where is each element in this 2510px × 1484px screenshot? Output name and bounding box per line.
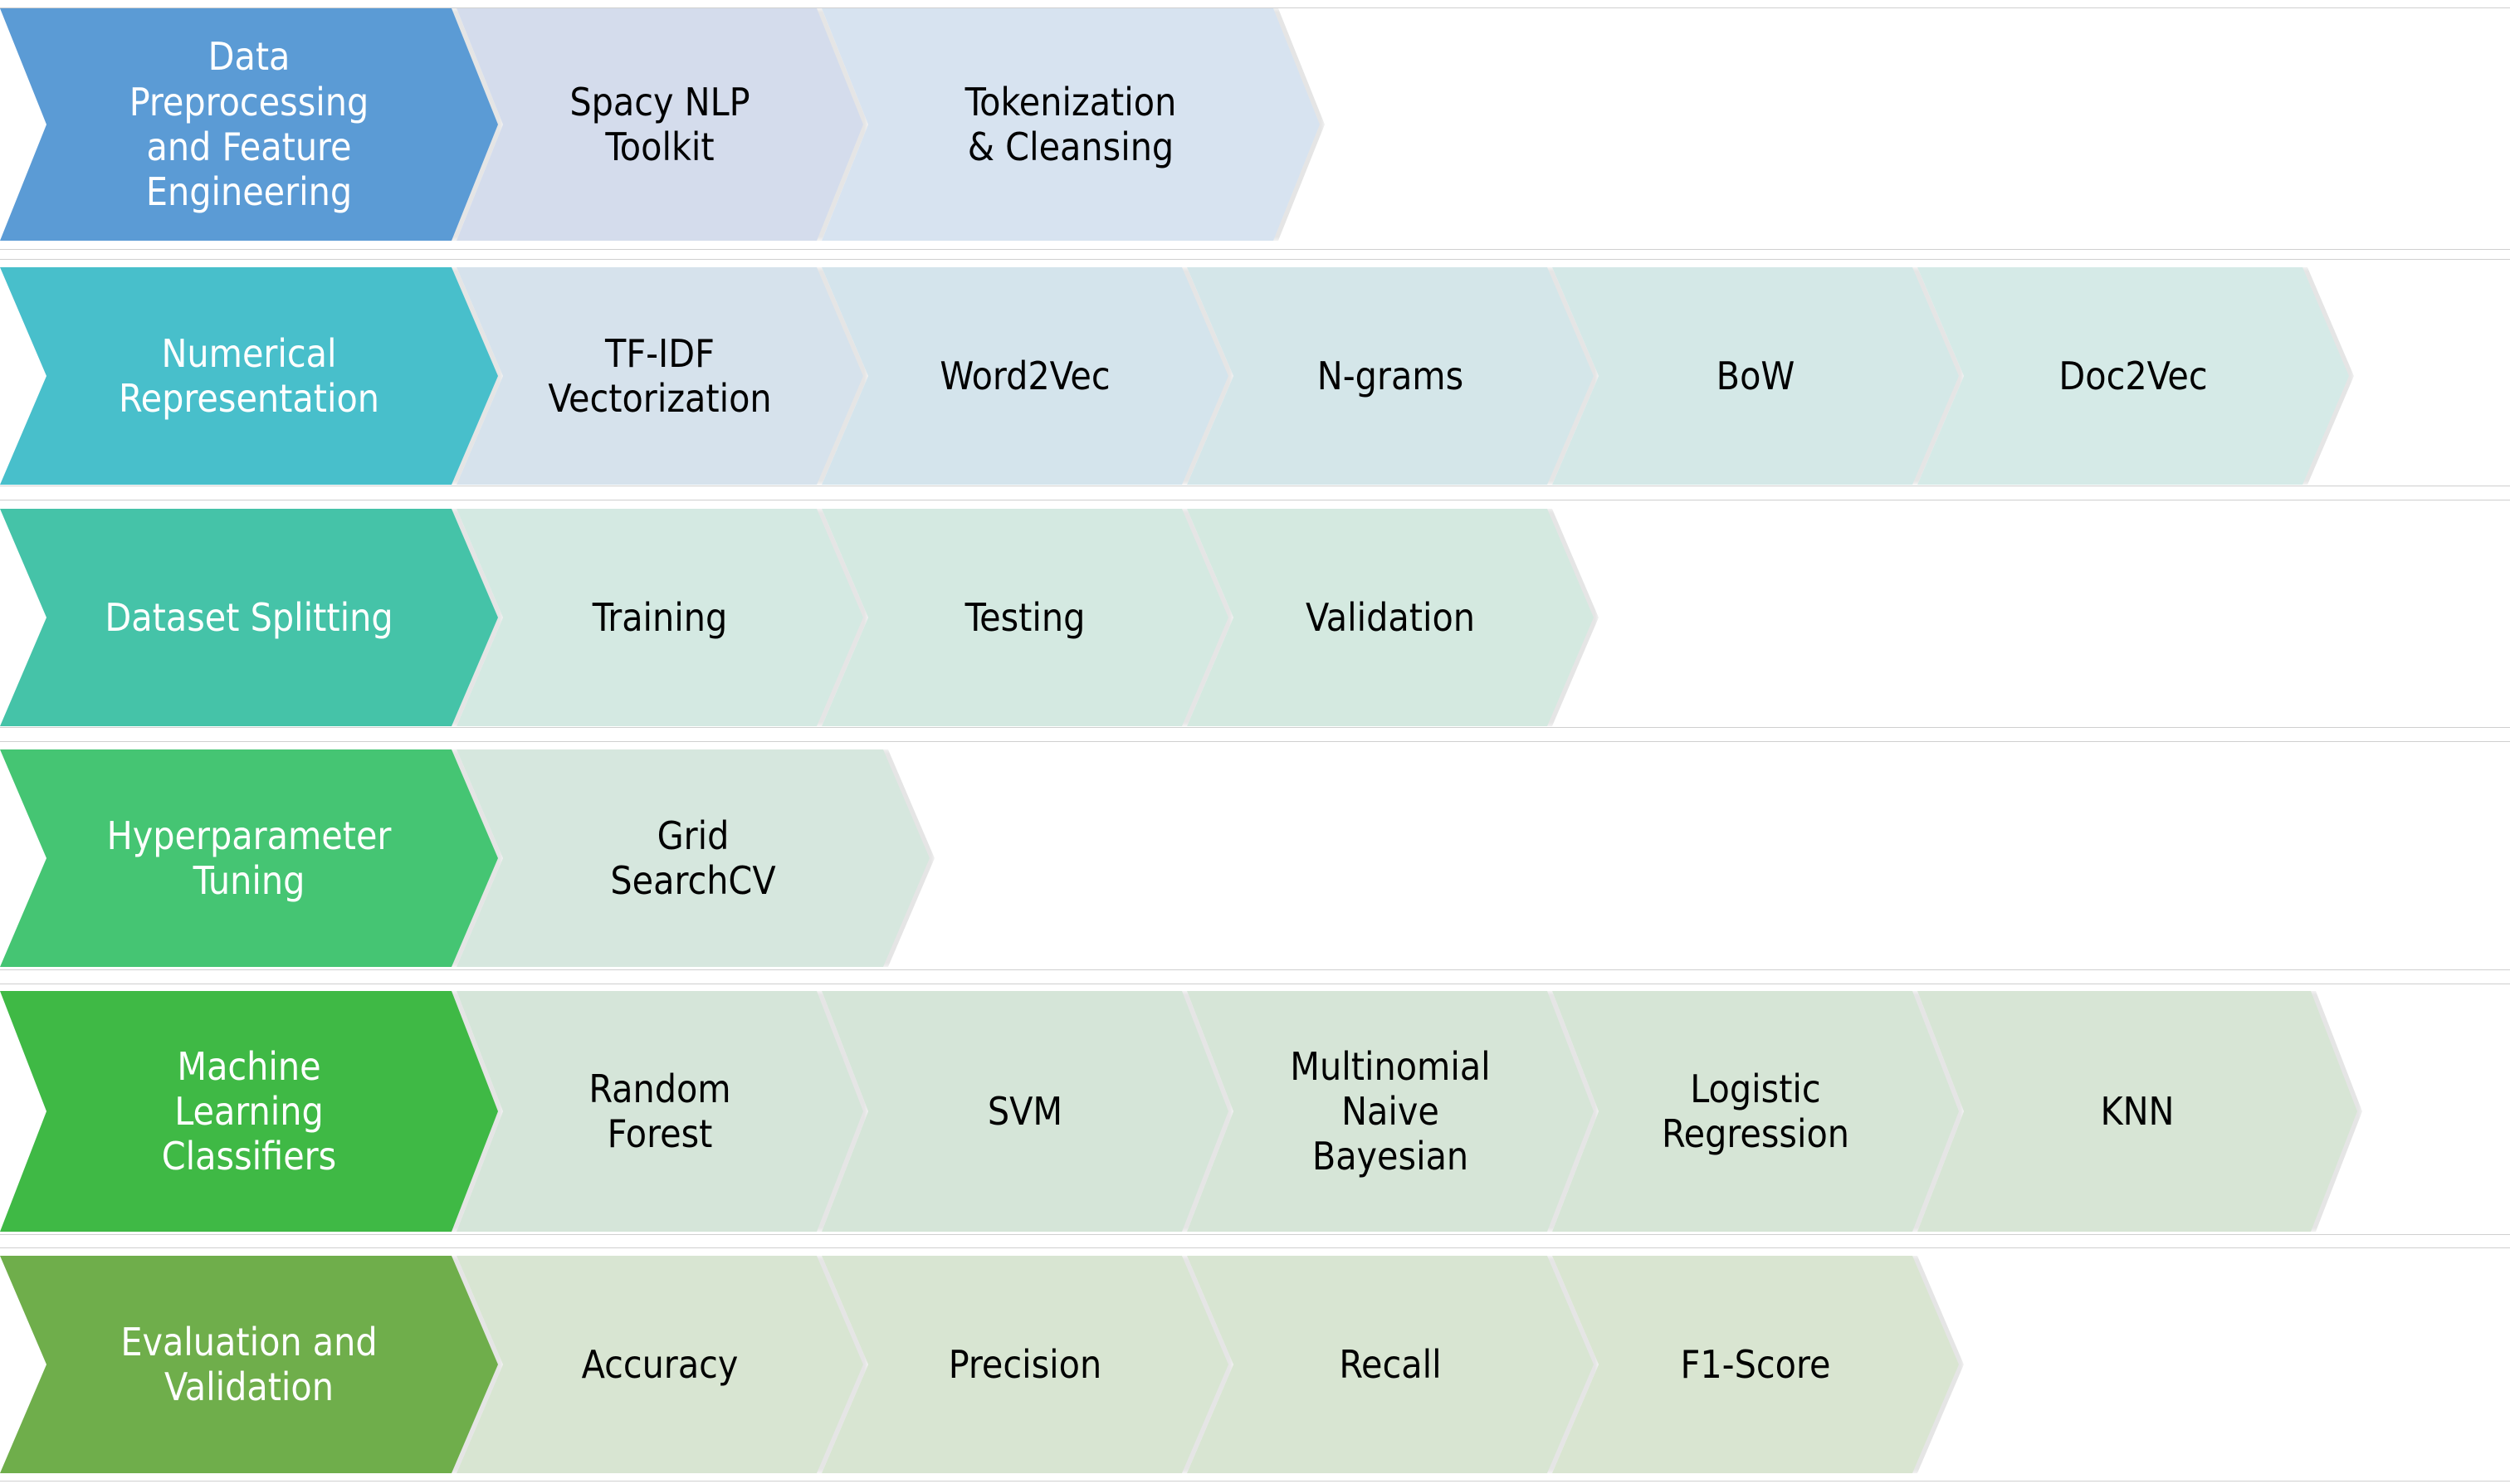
step-label: Logistic Regression: [1661, 1066, 1850, 1156]
step-label: Grid SearchCV: [610, 813, 776, 903]
step-chevron-word2vec[interactable]: Word2Vec: [822, 267, 1228, 485]
step-label: Precision: [948, 1341, 1102, 1387]
stage-chevron-numerical-representation[interactable]: Numerical Representation: [0, 267, 498, 485]
row-separator: [0, 259, 2510, 260]
step-label: Random Forest: [588, 1066, 731, 1156]
row-separator: [0, 741, 2510, 742]
step-chevron-multinomial-naive-bayesian[interactable]: Multinomial Naive Bayesian: [1187, 991, 1594, 1232]
step-label: BoW: [1716, 353, 1795, 398]
row-separator: [0, 7, 2510, 8]
step-label: Accuracy: [581, 1341, 739, 1387]
step-label: N-grams: [1316, 353, 1464, 398]
step-label: Multinomial Naive Bayesian: [1290, 1043, 1491, 1179]
stage-label: Data Preprocessing and Feature Engineeri…: [129, 34, 369, 215]
row-hyperparameter-tuning: Hyperparameter Tuning Grid SearchCV: [0, 749, 2510, 967]
stage-chevron-evaluation-and-validation[interactable]: Evaluation and Validation: [0, 1256, 498, 1473]
step-chevron-training[interactable]: Training: [457, 509, 863, 726]
step-label: Testing: [964, 594, 1086, 640]
row-separator: [0, 969, 2510, 970]
step-chevron-spacy-nlp-toolkit[interactable]: Spacy NLP Toolkit: [457, 8, 863, 241]
step-chevron-testing[interactable]: Testing: [822, 509, 1228, 726]
step-label: KNN: [2100, 1088, 2175, 1134]
stage-label: Machine Learning Classifiers: [161, 1043, 337, 1179]
row-evaluation-and-validation: Evaluation and Validation Accuracy Precisi…: [0, 1256, 2510, 1473]
step-label: Validation: [1306, 594, 1475, 640]
row-separator: [0, 727, 2510, 728]
step-label: Spacy NLP Toolkit: [569, 79, 750, 169]
step-chevron-bow[interactable]: BoW: [1552, 267, 1959, 485]
step-chevron-accuracy[interactable]: Accuracy: [457, 1256, 863, 1473]
step-chevron-f1-score[interactable]: F1-Score: [1552, 1256, 1959, 1473]
stage-label: Numerical Representation: [118, 330, 379, 421]
step-chevron-recall[interactable]: Recall: [1187, 1256, 1594, 1473]
step-label: Recall: [1339, 1341, 1442, 1387]
stage-chevron-data-preprocessing-and-feature-engineering[interactable]: Data Preprocessing and Feature Engineeri…: [0, 8, 498, 241]
step-chevron-knn[interactable]: KNN: [1917, 991, 2357, 1232]
stage-chevron-hyperparameter-tuning[interactable]: Hyperparameter Tuning: [0, 749, 498, 967]
step-chevron-tf-idf-vectorization[interactable]: TF-IDF Vectorization: [457, 267, 863, 485]
step-label: SVM: [987, 1088, 1063, 1134]
step-label: Tokenization & Cleansing: [964, 79, 1177, 169]
step-chevron-doc2vec[interactable]: Doc2Vec: [1917, 267, 2349, 485]
row-separator: [0, 1481, 2510, 1482]
step-label: Training: [592, 594, 728, 640]
stage-chevron-machine-learning-classifiers[interactable]: Machine Learning Classifiers: [0, 991, 498, 1232]
row-data-preprocessing: Data Preprocessing and Feature Engineeri…: [0, 8, 2510, 241]
step-label: Word2Vec: [940, 353, 1111, 398]
step-chevron-random-forest[interactable]: Random Forest: [457, 991, 863, 1232]
step-label: Doc2Vec: [2058, 353, 2208, 398]
row-numerical-representation: Numerical Representation TF-IDF Vectoriza…: [0, 267, 2510, 485]
step-chevron-logistic-regression[interactable]: Logistic Regression: [1552, 991, 1959, 1232]
step-chevron-validation[interactable]: Validation: [1187, 509, 1594, 726]
stage-label: Evaluation and Validation: [120, 1319, 378, 1409]
stage-label: Hyperparameter Tuning: [106, 813, 392, 903]
stage-chevron-dataset-splitting[interactable]: Dataset Splitting: [0, 509, 498, 726]
row-separator: [0, 249, 2510, 250]
row-separator: [0, 1234, 2510, 1235]
row-separator: [0, 1247, 2510, 1248]
step-chevron-svm[interactable]: SVM: [822, 991, 1228, 1232]
step-chevron-grid-searchcv[interactable]: Grid SearchCV: [457, 749, 930, 967]
step-label: TF-IDF Vectorization: [548, 330, 772, 421]
step-chevron-n-grams[interactable]: N-grams: [1187, 267, 1594, 485]
step-chevron-precision[interactable]: Precision: [822, 1256, 1228, 1473]
row-machine-learning-classifiers: Machine Learning Classifiers Random Fores…: [0, 991, 2510, 1232]
step-label: F1-Score: [1680, 1341, 1831, 1387]
row-dataset-splitting: Dataset Splitting Training Testing Validati…: [0, 509, 2510, 726]
stage-label: Dataset Splitting: [105, 594, 393, 640]
step-chevron-tokenization-cleansing[interactable]: Tokenization & Cleansing: [822, 8, 1320, 241]
